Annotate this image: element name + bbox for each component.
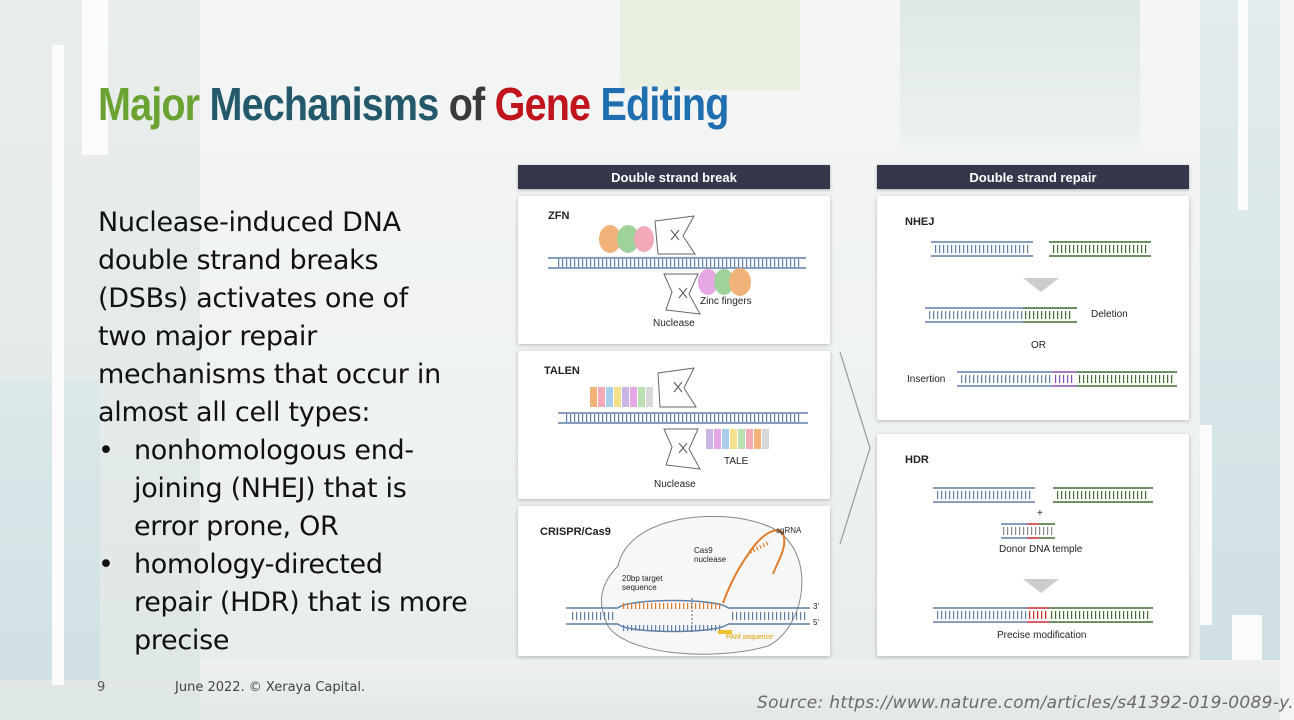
bullet-icon: • bbox=[98, 549, 114, 580]
body-line: (DSBs) activates one of bbox=[98, 283, 408, 314]
body-line: almost all cell types: bbox=[98, 397, 371, 428]
zfn-diagram bbox=[548, 215, 806, 315]
hdr-label: HDR bbox=[905, 454, 929, 466]
title-word-major: Major bbox=[98, 78, 200, 130]
bullet-line: precise bbox=[134, 625, 230, 656]
nhej-diagram bbox=[925, 241, 1177, 387]
or-label: OR bbox=[1031, 340, 1046, 351]
nhej-panel: NHEJ bbox=[877, 196, 1189, 420]
tale-label: TALE bbox=[724, 456, 749, 467]
nhej-label: NHEJ bbox=[905, 216, 935, 228]
chevron-right-icon bbox=[839, 351, 871, 545]
title-word-gene: Gene bbox=[494, 78, 591, 130]
page-number: 9 bbox=[97, 680, 106, 695]
talen-diagram bbox=[558, 367, 808, 470]
bullet-line: joining (NHEJ) that is bbox=[134, 473, 407, 504]
bullet-item-hdr: • homology-directed repair (HDR) that is… bbox=[98, 546, 488, 660]
bullet-item-nhej: • nonhomologous end- joining (NHEJ) that… bbox=[98, 432, 488, 546]
double-strand-break-header: Double strand break bbox=[518, 165, 830, 189]
bullet-icon: • bbox=[98, 435, 114, 466]
footer-copyright: June 2022. © Xeraya Capital. bbox=[175, 680, 366, 695]
target-sequence-label: 20bp target sequence bbox=[622, 574, 663, 592]
double-strand-repair-header: Double strand repair bbox=[877, 165, 1189, 189]
bullet-list: • nonhomologous end- joining (NHEJ) that… bbox=[98, 432, 488, 660]
three-prime-label: 3' bbox=[813, 602, 819, 611]
source-citation: Source: https://www.nature.com/articles/… bbox=[757, 693, 1294, 713]
deletion-label: Deletion bbox=[1091, 309, 1128, 320]
plus-label: + bbox=[1037, 508, 1043, 519]
title-word-of: of bbox=[448, 78, 485, 130]
cas9-label: Cas9 nuclease bbox=[694, 546, 727, 564]
insertion-label: Insertion bbox=[907, 374, 946, 385]
bullet-line: error prone, OR bbox=[134, 511, 339, 542]
zfn-label: ZFN bbox=[548, 210, 570, 222]
talen-label: TALEN bbox=[544, 365, 580, 377]
title-word-mechanisms: Mechanisms bbox=[209, 78, 440, 130]
five-prime-label: 5' bbox=[813, 618, 819, 627]
pam-label: PAM sequence bbox=[726, 634, 773, 641]
zinc-fingers-label: Zinc fingers bbox=[700, 296, 752, 307]
body-text: Nuclease-induced DNA double strand break… bbox=[98, 204, 488, 660]
gene-editing-figure: Double strand break Double strand repair… bbox=[508, 158, 1198, 668]
hdr-panel: HDR bbox=[877, 434, 1189, 656]
zfn-panel: ZFN Zinc fingers Nuclease bbox=[518, 196, 830, 344]
sgrna-label: sgRNA bbox=[776, 526, 802, 535]
precise-modification-label: Precise modification bbox=[997, 630, 1087, 641]
body-line: Nuclease-induced DNA bbox=[98, 207, 401, 238]
bullet-line: homology-directed bbox=[134, 549, 383, 580]
bullet-line: nonhomologous end- bbox=[134, 435, 414, 466]
body-line: two major repair bbox=[98, 321, 317, 352]
donor-dna-label: Donor DNA temple bbox=[999, 544, 1083, 555]
talen-nuclease-label: Nuclease bbox=[654, 479, 696, 490]
crispr-diagram bbox=[566, 515, 810, 655]
talen-panel: TALEN TALE Nuclease bbox=[518, 351, 830, 499]
crispr-panel: CRISPR/Cas9 sgRNA Cas9 nuclease 20bp tar… bbox=[518, 506, 830, 656]
zfn-nuclease-label: Nuclease bbox=[653, 318, 695, 329]
title-word-editing: Editing bbox=[600, 78, 729, 130]
body-line: mechanisms that occur in bbox=[98, 359, 441, 390]
body-line: double strand breaks bbox=[98, 245, 379, 276]
bullet-line: repair (HDR) that is more bbox=[134, 587, 468, 618]
crispr-label: CRISPR/Cas9 bbox=[540, 526, 611, 538]
hdr-diagram bbox=[933, 487, 1153, 623]
